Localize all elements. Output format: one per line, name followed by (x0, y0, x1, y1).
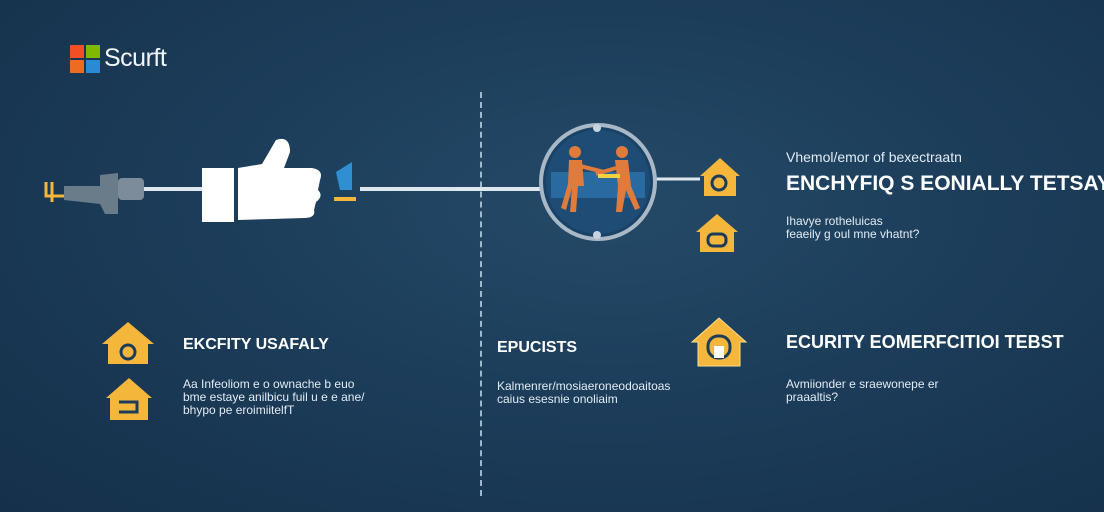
bottom-mid-title: EPUCISTS (497, 339, 578, 356)
people-lifting-icon (539, 123, 657, 241)
house-lock-icon (102, 322, 154, 364)
connector-plug-icon (334, 162, 356, 201)
house-lock-icon (696, 214, 738, 252)
top-right-title: ENCHYFIQ S EONIALLY TETSAY (786, 172, 1104, 195)
windows-logo-icon (70, 44, 100, 73)
top-right-overline: Vhemol/emor of bexectraatn (786, 149, 962, 165)
vertical-divider (480, 92, 482, 496)
bottom-mid-text: Kalmenrer/mosiaeroneodoaitoas caius eses… (497, 379, 671, 406)
house-lock-icon (690, 317, 748, 367)
top-right-text: Ihavye rotheluicas feaeily g oul mne vha… (786, 214, 920, 241)
bottom-left-title: EKCFITY USAFALY (183, 336, 329, 353)
plug-icon (44, 173, 144, 214)
logo-text: Scurft (104, 44, 167, 72)
house-lock-icon (700, 158, 740, 196)
bottom-right-text: Avmiionder e sraewonepe er praaaltis? (786, 377, 939, 404)
thumbs-up-icon (202, 138, 321, 222)
bottom-left-text: Aa Infeoliom e o ownache b euo bme estay… (183, 377, 365, 417)
house-lock-icon (106, 378, 152, 420)
bottom-right-title: ECURITY EOMERFCITIOI TEBST (786, 332, 1064, 352)
logo: Scurft (70, 44, 167, 73)
